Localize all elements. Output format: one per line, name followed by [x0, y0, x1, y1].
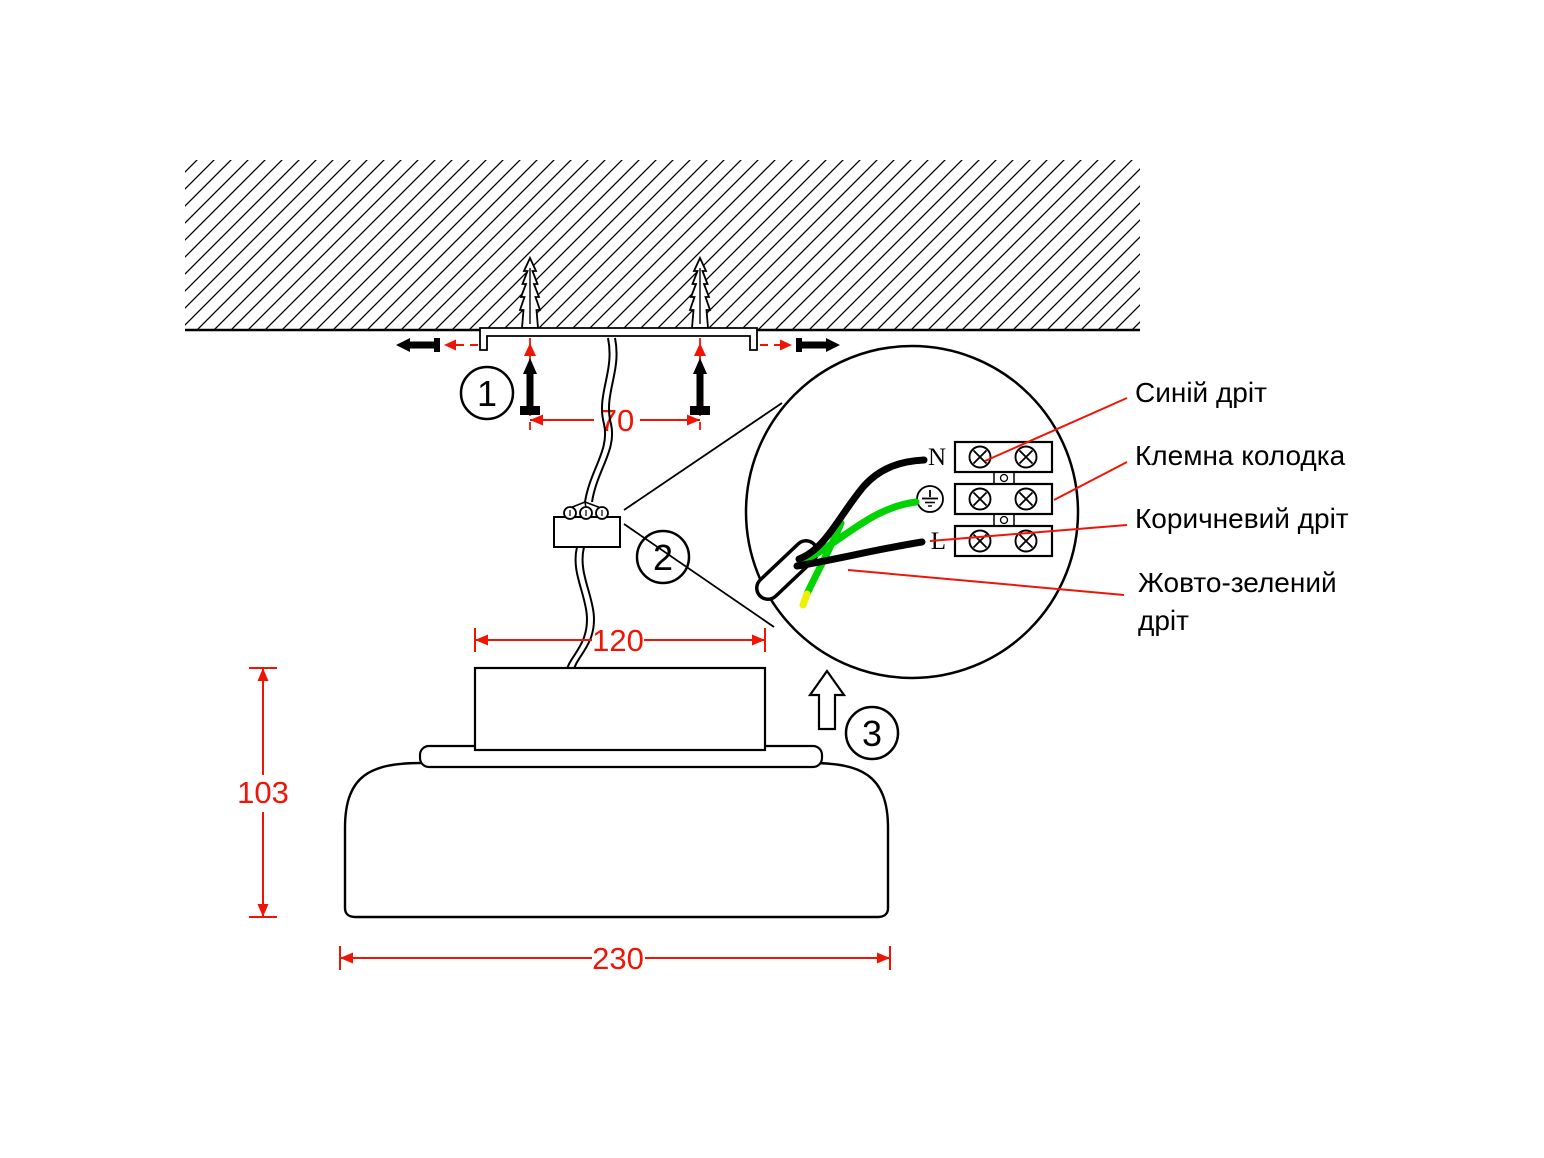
callout-line-terminal-block	[1053, 461, 1128, 501]
dimension-230-label: 230	[592, 941, 644, 976]
terminal-screw-icon	[968, 487, 992, 511]
dimension-shade-diameter: 230	[339, 941, 891, 976]
cable-wire	[591, 337, 618, 503]
side-fixing-right	[760, 338, 840, 352]
step-2-circle	[635, 529, 691, 585]
dim-arrow	[475, 634, 488, 646]
zoom-ray-top	[623, 402, 783, 511]
dimension-103-label: 103	[237, 775, 289, 810]
label-blue-wire: Синій дріт	[1135, 377, 1267, 408]
side-fixing-left	[396, 338, 478, 352]
dimension-screw-spacing: 70	[530, 403, 700, 438]
ground-wire	[796, 498, 920, 566]
label-yellow-green-wire-line2: дріт	[1138, 605, 1189, 636]
ceiling-hatch	[185, 160, 1140, 332]
label-brown-wire: Коричневий дріт	[1135, 503, 1349, 534]
cable-upper	[584, 337, 618, 503]
slide-arrow-left	[444, 339, 456, 351]
label-terminal-block: Клемна колодка	[1135, 440, 1346, 471]
side-screw-right	[796, 338, 840, 352]
zoom-ray-bottom	[623, 523, 775, 628]
step-2-number: 2	[653, 537, 673, 578]
dim-arrow	[687, 414, 700, 426]
insert-arrow-left	[524, 343, 536, 356]
dim-arrow	[257, 904, 269, 917]
cable-wire	[572, 546, 595, 673]
label-yellow-green-wire-line1: Жовто-зелений	[1138, 567, 1337, 598]
dim-arrow	[257, 668, 269, 681]
blue-wire	[795, 456, 928, 563]
insert-arrow-right	[694, 343, 706, 356]
terminal-body	[553, 516, 621, 548]
step-3-badge: 3	[807, 669, 900, 761]
ceiling-section	[185, 160, 1140, 330]
dim-arrow	[877, 952, 890, 964]
dimension-120-label: 120	[592, 623, 644, 658]
terminal-block-small	[553, 501, 621, 548]
terminal-screw-icon	[968, 529, 992, 553]
screw-right	[690, 358, 710, 415]
link-screw	[999, 515, 1009, 525]
callouts: Синій дріт Клемна колодка Коричневий дрі…	[847, 377, 1349, 636]
dim-arrow	[530, 414, 543, 426]
mounting-screws	[520, 338, 710, 432]
dim-arrow	[340, 952, 353, 964]
link-screw	[999, 473, 1009, 483]
mounting-bracket	[479, 327, 758, 351]
slide-arrow-right	[780, 339, 792, 351]
callout-line-yellow-green-wire	[847, 569, 1125, 596]
terminal-label-live: L	[931, 528, 946, 555]
screw-left	[520, 358, 540, 415]
dimension-body-height: 103	[237, 667, 289, 918]
terminal-label-neutral: N	[928, 444, 946, 471]
terminal-screw-icon	[1014, 487, 1038, 511]
callout-line-blue-wire	[984, 397, 1128, 462]
step-1-badge: 1	[459, 365, 515, 421]
brown-wire	[793, 538, 926, 570]
zoom-detail: N L	[623, 344, 1080, 680]
wires	[755, 456, 928, 609]
lamp-canopy	[473, 666, 767, 752]
zoom-circle	[744, 344, 1080, 680]
side-screw-left	[396, 338, 440, 352]
dimension-canopy-width: 120	[474, 623, 766, 658]
screw-slots	[569, 510, 603, 516]
cable-wire	[565, 546, 588, 673]
step-1-number: 1	[477, 373, 497, 414]
terminal-screw-icon	[968, 445, 992, 469]
terminal-screw-icon	[1014, 445, 1038, 469]
step-3-circle	[844, 705, 900, 761]
lift-arrow-icon	[807, 669, 847, 731]
wall-anchors	[519, 257, 711, 329]
lamp-body	[343, 666, 890, 919]
callout-line-brown-wire	[929, 524, 1128, 542]
dim-arrow	[752, 634, 765, 646]
cable-lower	[565, 546, 595, 673]
step-1-circle	[459, 365, 515, 421]
bracket-bar	[479, 327, 758, 351]
cable-wire	[584, 337, 611, 503]
lamp-shade	[343, 761, 890, 919]
yellow-green-wire-tip	[799, 590, 811, 609]
step-3-number: 3	[862, 713, 882, 754]
terminal-block-magnified	[953, 440, 1054, 558]
